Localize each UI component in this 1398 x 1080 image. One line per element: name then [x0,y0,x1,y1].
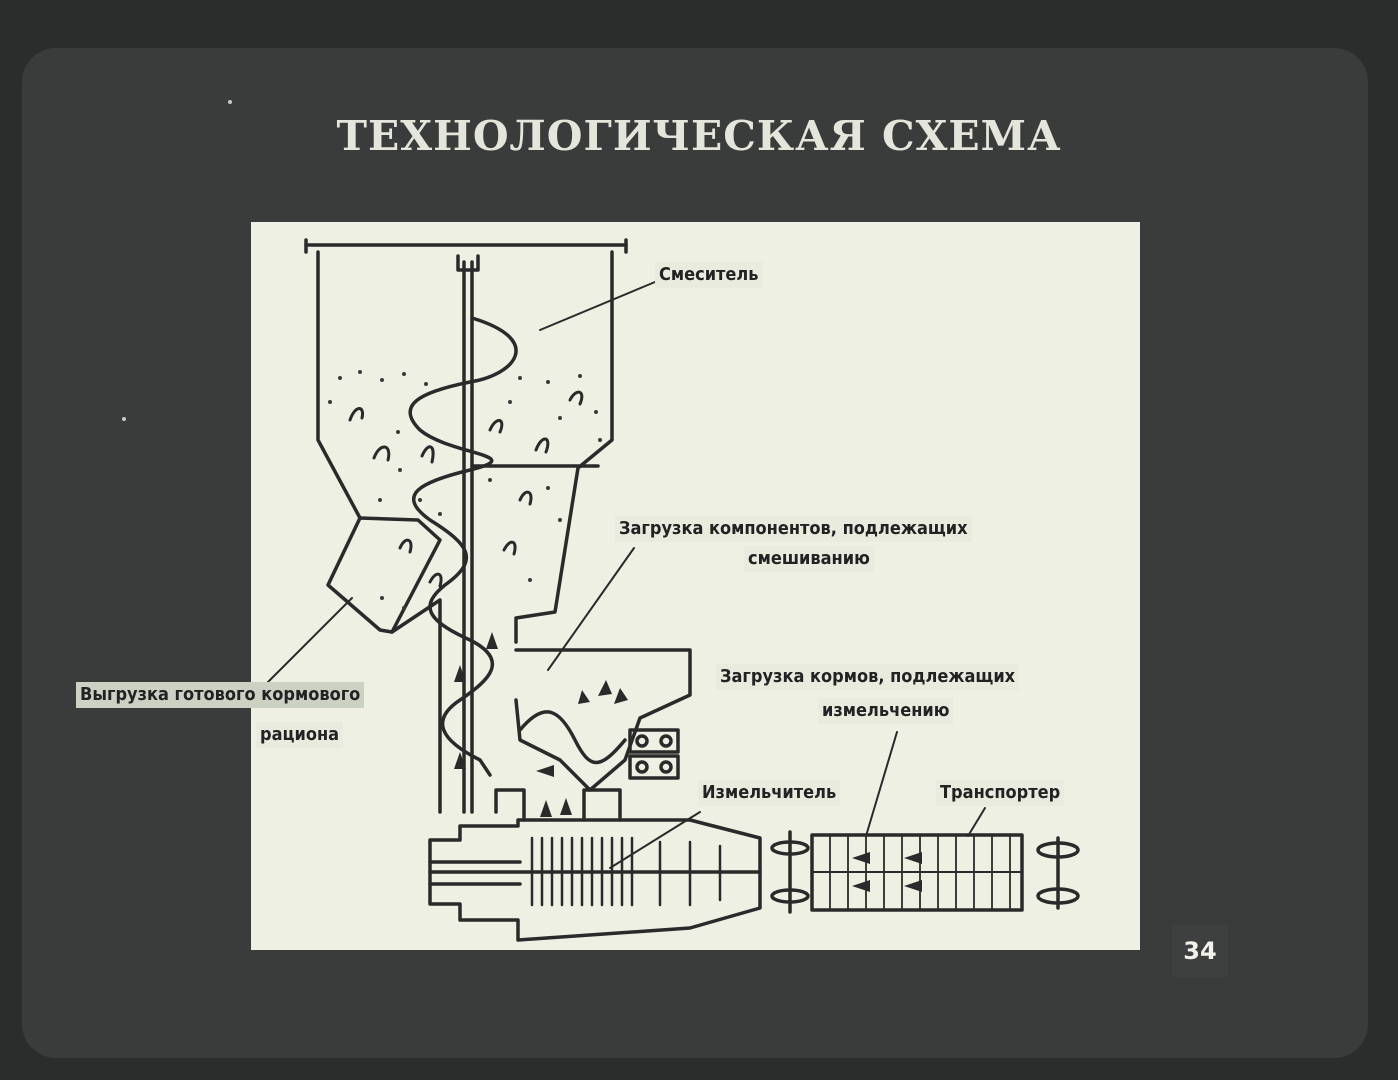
leader-unload [267,597,353,683]
label-mixer: Смеситель [655,262,763,288]
mixer-wall-right [514,250,614,644]
label-crusher: Измельчитель [698,780,841,806]
leader-conveyor [967,807,986,837]
mixer-wall-left [316,250,362,520]
label-unload-line1: Выгрузка готового кормового [76,682,365,708]
discharge-chute [326,516,442,634]
label-load-components-line2: смешиванию [744,546,874,572]
leader-load-feed [865,731,898,837]
label-load-feed-line1: Загрузка кормов, подлежащих [716,664,1020,690]
flow-arrows [454,632,922,892]
leader-crusher [609,811,701,869]
crusher-hopper [514,648,692,792]
label-load-feed-line2: измельчению [818,698,954,724]
crusher-body [428,818,762,942]
page-number: 34 [1172,925,1228,977]
leader-mixer [539,281,656,331]
slide-title: ТЕХНОЛОГИЧЕСКАЯ СХЕМА [336,112,1062,160]
label-conveyor: Транспортер [936,780,1065,806]
leader-load-components [547,547,635,671]
diagram-panel [251,222,1140,950]
dust-speck [122,417,126,421]
dust-speck [228,100,232,104]
auger-helix [408,316,518,777]
label-unload-line2: рациона [256,722,344,748]
label-load-components-line1: Загрузка компонентов, подлежащих [615,516,972,542]
